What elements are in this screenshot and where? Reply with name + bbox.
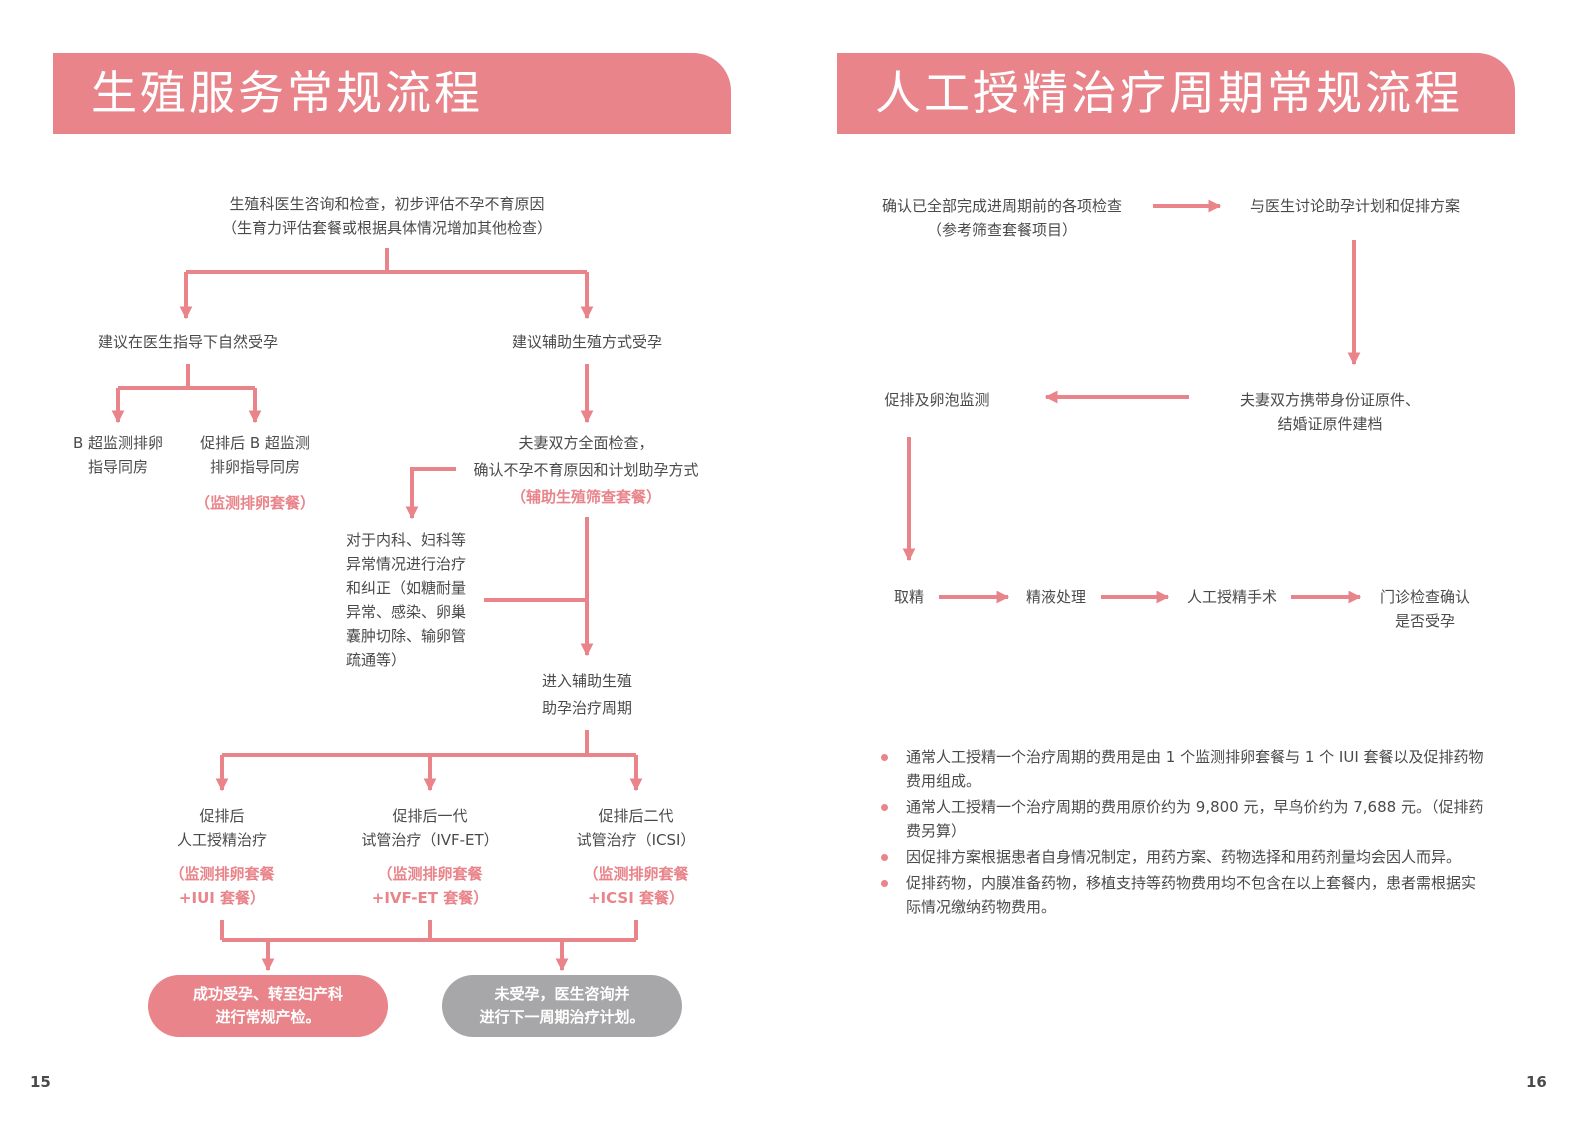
node-monitor: 促排及卵泡监测 <box>884 391 990 409</box>
node-couple-exam-line1: 夫妻双方全面检查， <box>518 434 654 452</box>
node-insemination: 人工授精手术 <box>1186 588 1277 606</box>
package-iui-line1: （监测排卵套餐 <box>169 865 275 883</box>
node-induced-b: 促排后 B 超监测 排卵指导同房 <box>185 431 325 479</box>
node-induced-b-line2: 排卵指导同房 <box>209 458 300 476</box>
node-couple-exam: 夫妻双方全面检查， 确认不孕不育原因和计划助孕方式 （辅助生殖筛查套餐） <box>460 431 712 509</box>
node-ivf-line1: 促排后一代 <box>392 807 468 825</box>
package-ivf-line2: +IVF-ET 套餐） <box>371 889 489 907</box>
node-documents: 夫妻双方携带身份证原件、 结婚证原件建档 <box>1230 388 1430 436</box>
note-item: 通常人工授精一个治疗周期的费用是由 1 个监测排卵套餐与 1 个 IUI 套餐以… <box>878 745 1488 793</box>
note-item: 因促排方案根据患者自身情况制定，用药方案、药物选择和用药剂量均会因人而异。 <box>878 845 1488 869</box>
package-icsi-line1: （监测排卵套餐 <box>583 865 689 883</box>
node-treatment-line3: 和纠正（如糖耐量 <box>346 579 467 597</box>
cost-notes: 通常人工授精一个治疗周期的费用是由 1 个监测排卵套餐与 1 个 IUI 套餐以… <box>878 745 1488 921</box>
page-number-right: 16 <box>1526 1073 1547 1091</box>
node-enter-cycle: 进入辅助生殖 助孕治疗周期 <box>522 669 652 720</box>
node-iui-line2: 人工授精治疗 <box>176 831 267 849</box>
node-icsi-line1: 促排后二代 <box>598 807 674 825</box>
node-b-ultrasound: B 超监测排卵 指导同房 <box>58 431 178 479</box>
left-page-title: 生殖服务常规流程 <box>91 66 483 120</box>
step-consultation: 生殖科医生咨询和检查，初步评估不孕不育原因 （生育力评估套餐或根据具体情况增加其… <box>187 192 587 240</box>
node-check-line1: 门诊检查确认 <box>1379 588 1470 606</box>
node-b-ultrasound-line2: 指导同房 <box>87 458 148 476</box>
right-page-title: 人工授精治疗周期常规流程 <box>875 66 1463 120</box>
package-icsi-line2: +ICSI 套餐） <box>587 889 685 907</box>
right-title-banner: 人工授精治疗周期常规流程 <box>837 53 1515 134</box>
node-induced-b-line1: 促排后 B 超监测 <box>200 434 310 452</box>
node-iui-line1: 促排后 <box>199 807 245 825</box>
package-ivf-line1: （监测排卵套餐 <box>377 865 483 883</box>
node-icsi-line2: 试管治疗（ICSI） <box>576 831 696 849</box>
node-treatment-line4: 异常、感染、卵巢 <box>346 603 467 621</box>
node-discuss: 与医生讨论助孕计划和促排方案 <box>1249 197 1460 215</box>
note-item: 促排药物，内膜准备药物，移植支持等药物费用均不包含在以上套餐内，患者需根据实际情… <box>878 871 1488 919</box>
node-sperm: 取精 <box>893 588 924 606</box>
node-check: 门诊检查确认 是否受孕 <box>1370 585 1480 633</box>
node-assisted: 建议辅助生殖方式受孕 <box>511 333 662 351</box>
result-fail-line1: 未受孕，医生咨询并 <box>494 985 630 1003</box>
step-consultation-line2: （生育力评估套餐或根据具体情况增加其他检查） <box>221 219 552 237</box>
node-processing: 精液处理 <box>1025 588 1086 606</box>
result-success-line2: 进行常规产检。 <box>215 1008 321 1026</box>
node-natural: 建议在医生指导下自然受孕 <box>97 333 278 351</box>
node-icsi: 促排后二代 试管治疗（ICSI） （监测排卵套餐 +ICSI 套餐） <box>556 804 716 910</box>
package-screening: （辅助生殖筛查套餐） <box>510 488 661 506</box>
node-ivf-line2: 试管治疗（IVF-ET） <box>361 831 499 849</box>
node-confirm-line1: 确认已全部完成进周期前的各项检查 <box>881 197 1122 215</box>
node-enter-cycle-line2: 助孕治疗周期 <box>541 699 632 717</box>
node-confirm-line2: （参考筛查套餐项目） <box>926 221 1077 239</box>
step-consultation-line1: 生殖科医生咨询和检查，初步评估不孕不育原因 <box>229 195 545 213</box>
package-monitor: （监测排卵套餐） <box>194 494 315 512</box>
node-treatment-line1: 对于内科、妇科等 <box>346 531 467 549</box>
node-treatment-line2: 异常情况进行治疗 <box>346 555 467 573</box>
result-fail-line2: 进行下一周期治疗计划。 <box>479 1008 645 1026</box>
result-fail: 未受孕，医生咨询并 进行下一周期治疗计划。 <box>442 975 682 1037</box>
node-documents-line2: 结婚证原件建档 <box>1277 415 1383 433</box>
node-treatment-line5: 囊肿切除、输卵管 <box>346 627 467 645</box>
node-enter-cycle-line1: 进入辅助生殖 <box>541 672 632 690</box>
left-page: 生殖服务常规流程 生殖科医生咨询和检查，初步评估不孕不育原因 （生育力评估套餐或… <box>30 53 731 1091</box>
page-number-left: 15 <box>30 1073 51 1091</box>
node-treatment-line6: 疏通等） <box>346 651 407 669</box>
node-confirm: 确认已全部完成进周期前的各项检查 （参考筛查套餐项目） <box>862 194 1142 242</box>
result-success: 成功受孕、转至妇产科 进行常规产检。 <box>148 975 388 1037</box>
node-documents-line1: 夫妻双方携带身份证原件、 <box>1239 391 1420 409</box>
node-b-ultrasound-line1: B 超监测排卵 <box>72 434 164 452</box>
node-ivf: 促排后一代 试管治疗（IVF-ET） （监测排卵套餐 +IVF-ET 套餐） <box>345 804 515 910</box>
package-iui-line2: +IUI 套餐） <box>178 889 266 907</box>
left-title-banner: 生殖服务常规流程 <box>53 53 731 134</box>
node-iui: 促排后 人工授精治疗 （监测排卵套餐 +IUI 套餐） <box>142 804 302 910</box>
node-couple-exam-line2: 确认不孕不育原因和计划助孕方式 <box>473 461 699 479</box>
result-success-line1: 成功受孕、转至妇产科 <box>192 985 343 1003</box>
right-page: 人工授精治疗周期常规流程 16 <box>792 0 1584 1125</box>
note-item: 通常人工授精一个治疗周期的费用原价约为 9,800 元，早鸟价约为 7,688 … <box>878 795 1488 843</box>
node-treatment: 对于内科、妇科等 异常情况进行治疗 和纠正（如糖耐量 异常、感染、卵巢 囊肿切除… <box>346 528 466 672</box>
node-check-line2: 是否受孕 <box>1394 612 1455 630</box>
